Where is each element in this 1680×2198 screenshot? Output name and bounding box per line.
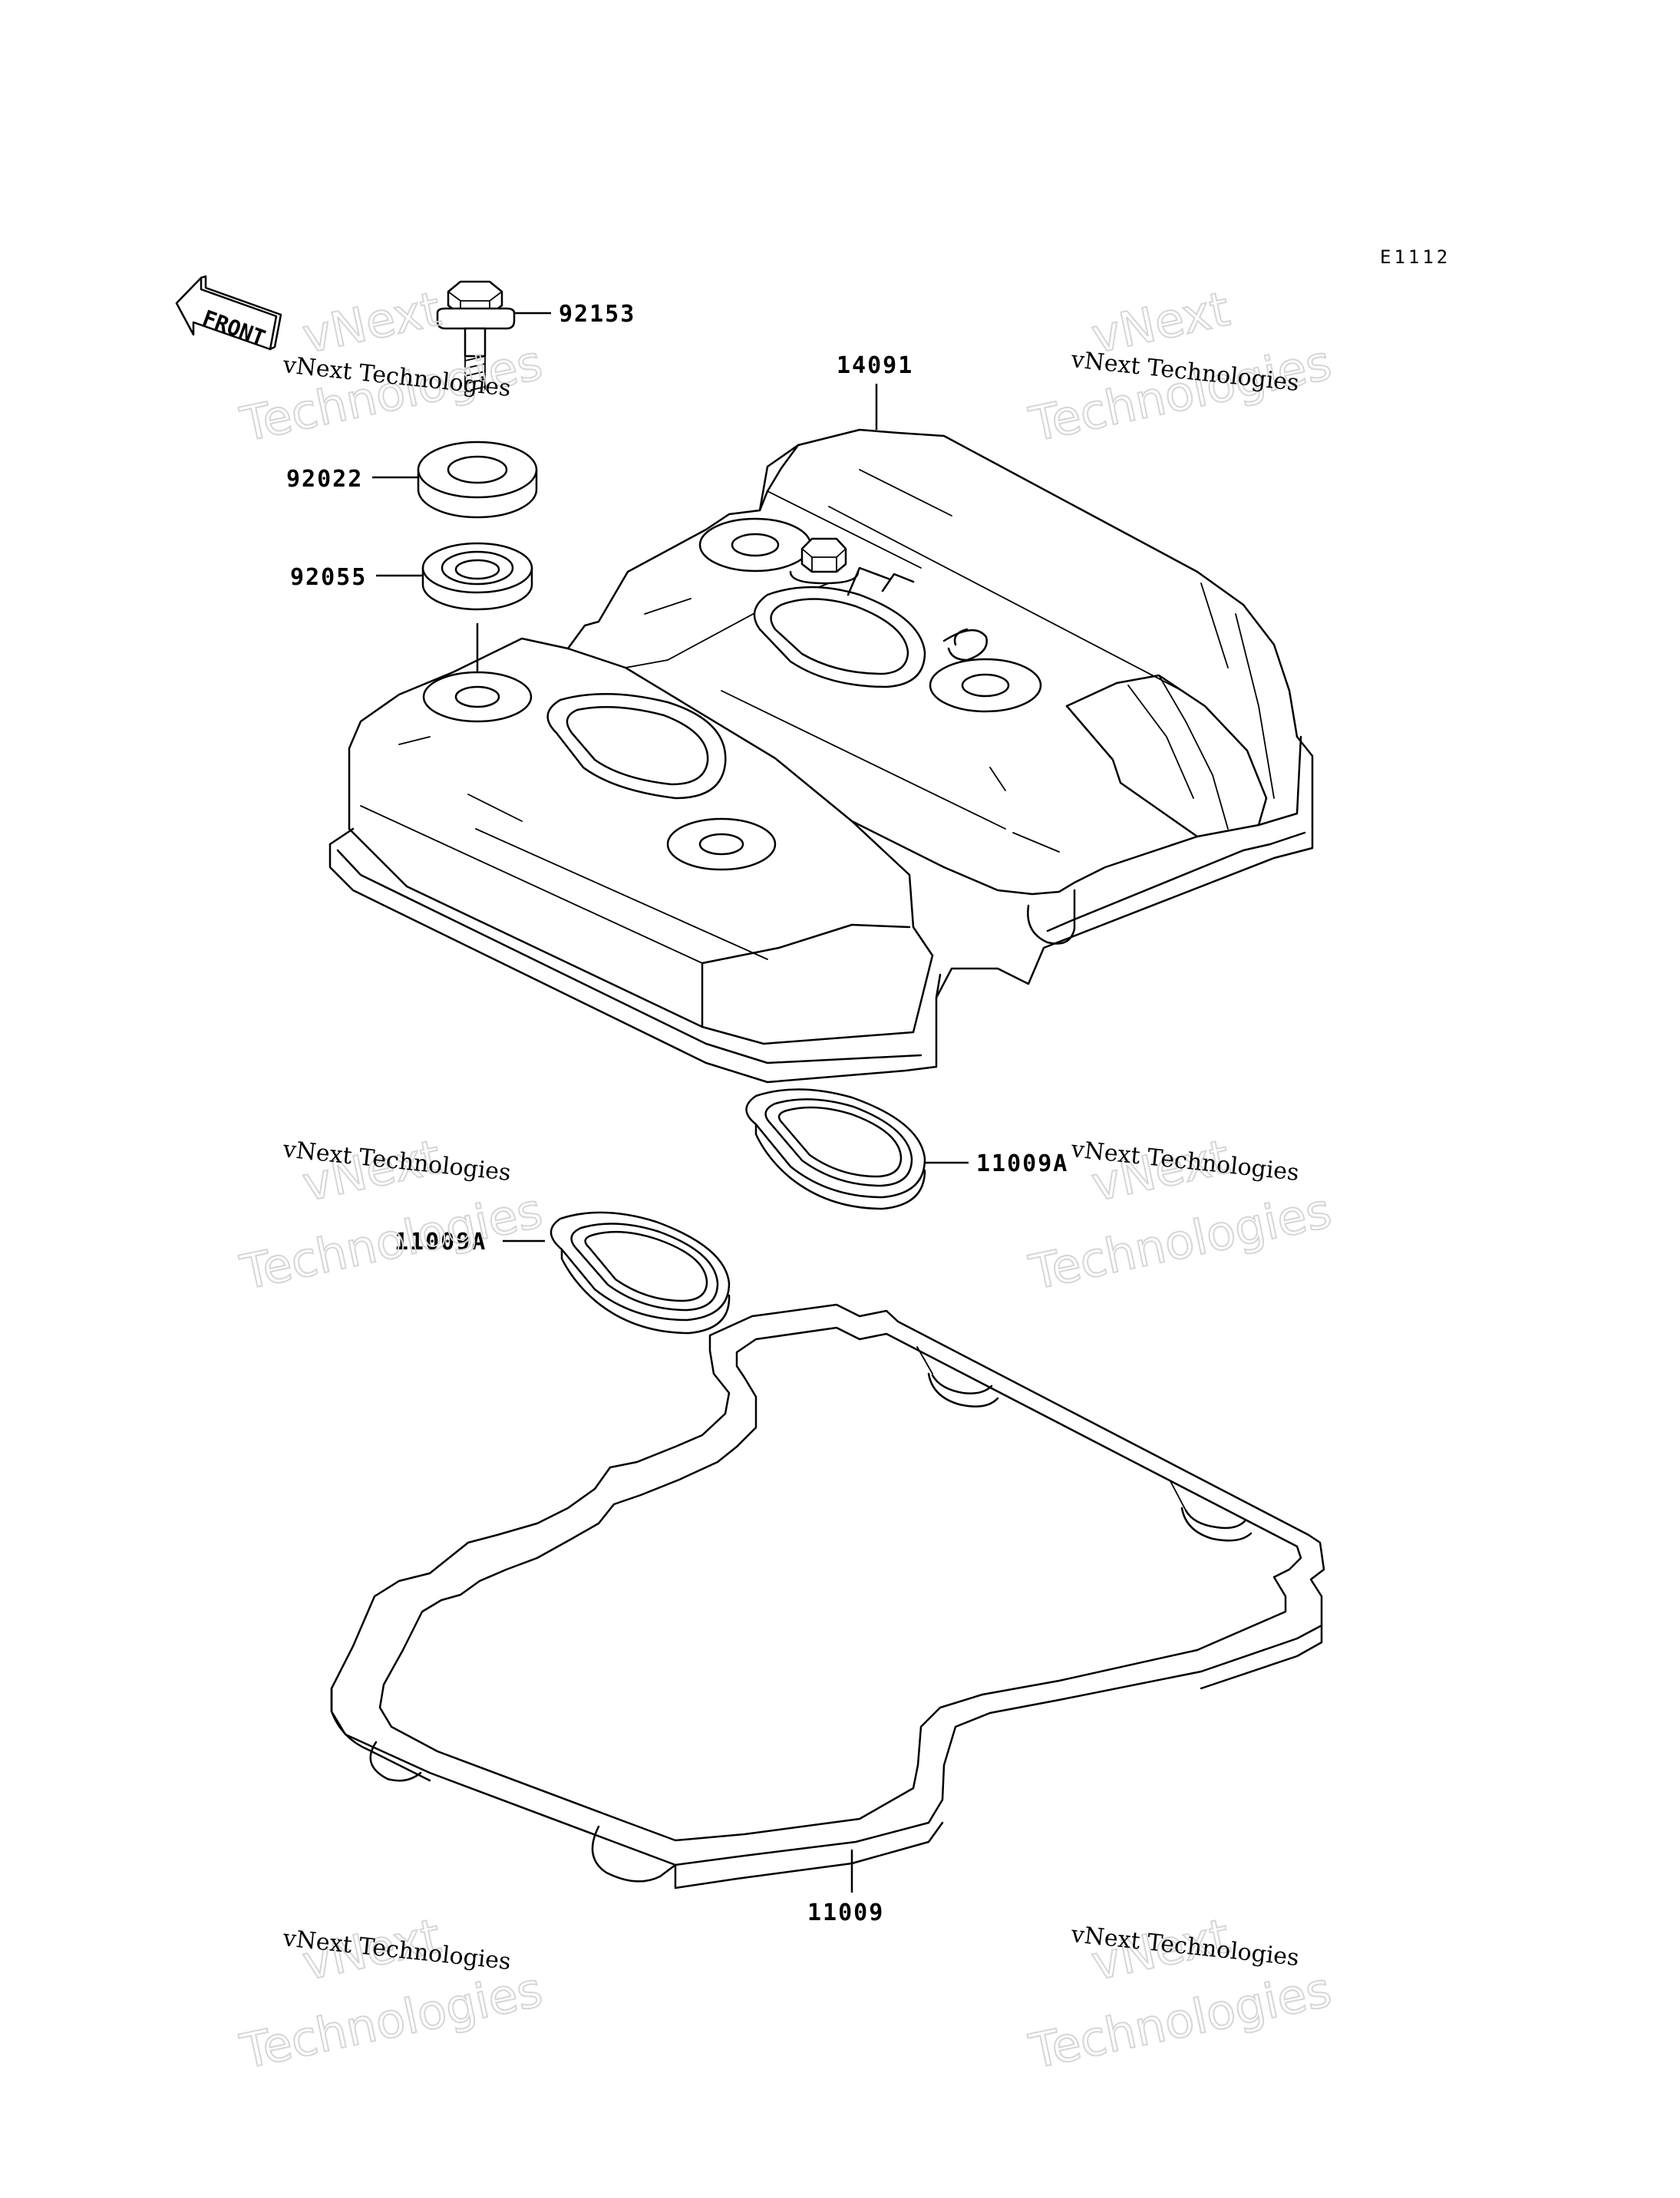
cylinder-head-cover-14091 <box>328 384 1314 1084</box>
part-number-92022: 92022 <box>286 466 363 493</box>
svg-text:Technologies: Technologies <box>1025 1961 1336 2079</box>
plug-gasket-11009A-right <box>745 1088 969 1210</box>
figure-id: E1112 <box>1380 246 1451 268</box>
front-label: FRONT <box>200 305 269 351</box>
washer-92022 <box>417 441 538 519</box>
part-number-11009A-right: 11009A <box>976 1150 1068 1177</box>
front-arrow-icon: FRONT <box>175 275 282 351</box>
part-number-11009: 11009 <box>807 1899 884 1926</box>
part-number-14091: 14091 <box>837 352 913 379</box>
head-cover-gasket-11009 <box>330 1303 1325 1893</box>
watermark-5: vNext Technologies vNext Technologies <box>235 1907 548 2081</box>
watermark-3: vNext Technologies vNext Technologies <box>235 1128 548 1302</box>
bolt-92153 <box>436 280 516 394</box>
plug-gasket-11009A-left <box>503 1211 731 1335</box>
svg-text:Technologies: Technologies <box>236 1961 547 2079</box>
part-number-92153: 92153 <box>559 301 635 328</box>
part-number-11009A-left: 11009A <box>394 1229 487 1256</box>
part-number-92055: 92055 <box>290 564 367 591</box>
svg-text:Technologies: Technologies <box>1025 1182 1336 1300</box>
watermark-6: vNext Technologies vNext Technologies <box>1024 1907 1337 2081</box>
svg-text:vNext: vNext <box>298 281 445 365</box>
svg-text:Technologies: Technologies <box>236 1182 547 1300</box>
grommet-92055 <box>421 542 533 675</box>
watermark-2: vNext Technologies vNext Technologies <box>1024 280 1337 454</box>
watermark-4: vNext Technologies vNext Technologies <box>1024 1128 1337 1302</box>
